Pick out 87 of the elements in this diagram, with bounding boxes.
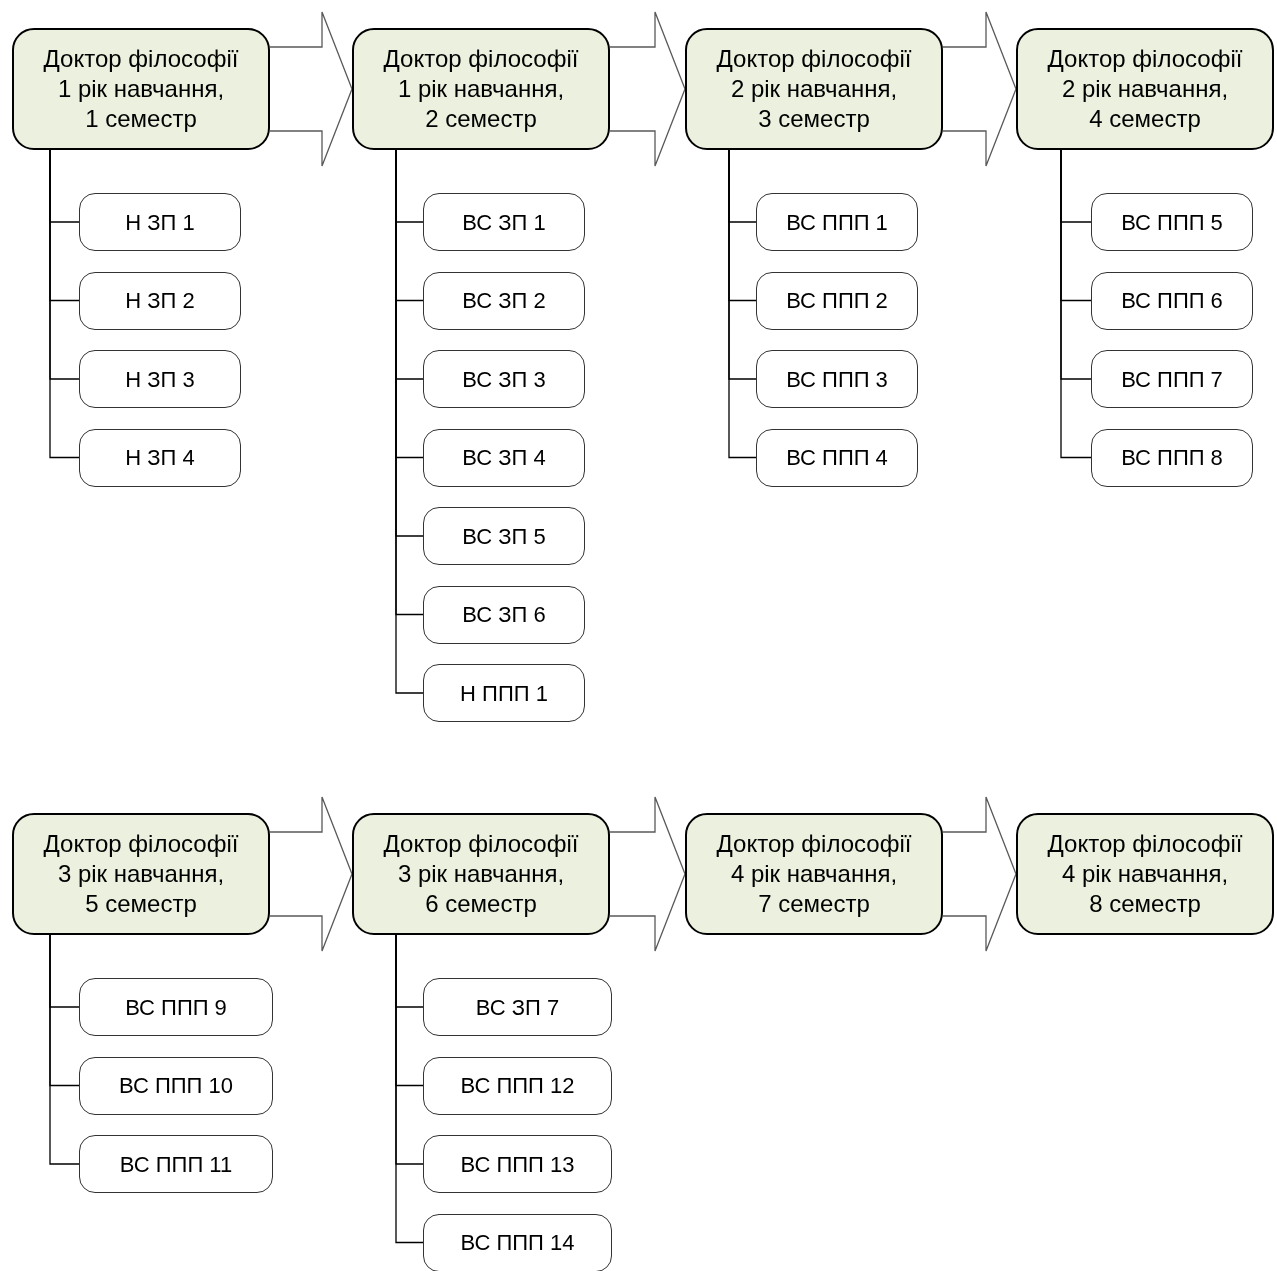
module-box [423,428,585,487]
module-box [79,1056,273,1115]
module-label: ВС ЗП 6 [462,601,546,629]
module-box [423,350,585,408]
module-label: ВС ППП 11 [119,1150,233,1179]
block-arrow [609,11,686,167]
stage-title: Доктор філософії [383,829,579,859]
module-box [1091,193,1253,251]
block-arrow [942,796,1017,952]
stage-title: Доктор філософії [383,44,579,74]
stage-box [352,813,610,935]
module-label: ВС ППП 10 [119,1072,233,1100]
module-box [423,193,585,251]
module-label: ВС ППП 7 [1121,365,1223,394]
module-box [423,1056,612,1115]
module-label: ВС ППП 8 [1121,444,1223,472]
module-box [79,350,241,408]
module-box [423,1213,612,1271]
stage-period: 1 рік навчання, 1 семестр [56,74,226,134]
stage-box [352,28,610,150]
module-label: ВС ЗП 3 [462,365,546,394]
module-box [423,507,585,565]
module-box [423,664,585,722]
module-label: ВС ЗП 2 [462,287,546,315]
connector-line [1060,149,1092,459]
module-label: ВС ППП 5 [1121,208,1223,237]
module-label: ВС ППП 1 [786,208,888,237]
stage-period: 3 рік навчання, 6 семестр [396,859,566,919]
connector-line [49,149,80,459]
stage-period: 3 рік навчання, 5 семестр [56,859,226,919]
stage-title: Доктор філософії [716,44,912,74]
stage-period: 4 рік навчання, 8 семестр [1060,859,1230,919]
module-box [423,271,585,330]
module-box [423,978,612,1036]
stage-period: 4 рік навчання, 7 семестр [729,859,899,919]
connector-line [395,934,424,1244]
module-box [1091,350,1253,408]
module-box [79,193,241,251]
module-box [79,978,273,1036]
module-label: ВС ЗП 1 [462,208,546,237]
module-box [79,428,241,487]
module-box [79,271,241,330]
stage-title: Доктор філософії [1047,44,1243,74]
module-label: Н ЗП 3 [125,365,195,394]
stage-box [12,28,270,150]
module-label: ВС ППП 6 [1121,287,1223,315]
connector-line [49,934,80,1165]
stage-title: Доктор філософії [716,829,912,859]
block-arrow [609,796,686,952]
block-arrow [942,11,1017,167]
stage-box [12,813,270,935]
stage-title: Доктор філософії [43,44,239,74]
stage-title: Доктор філософії [1047,829,1243,859]
module-box [756,350,918,408]
block-arrow [269,11,353,167]
module-label: ВС ППП 2 [786,287,888,315]
stage-period: 2 рік навчання, 3 семестр [729,74,899,134]
connector-line [728,149,757,459]
module-label: ВС ППП 3 [786,365,888,394]
stage-period: 1 рік навчання, 2 семестр [396,74,566,134]
stage-box [685,813,943,935]
module-box [756,428,918,487]
module-label: Н ППП 1 [460,679,548,708]
module-box [423,585,585,644]
module-label: ВС ЗП 5 [462,522,546,551]
module-box [423,1135,612,1193]
stage-box [685,28,943,150]
module-label: ВС ЗП 7 [475,993,560,1022]
stage-box [1016,813,1274,935]
module-label: ВС ППП 4 [786,444,888,472]
block-arrow [269,796,353,952]
module-label: ВС ЗП 4 [462,444,546,472]
module-box [756,271,918,330]
module-label: Н ЗП 2 [125,287,195,315]
module-box [79,1135,273,1193]
stage-period: 2 рік навчання, 4 семестр [1060,74,1230,134]
module-label: ВС ППП 14 [460,1229,575,1257]
module-label: ВС ППП 9 [125,993,227,1022]
module-label: Н ЗП 1 [125,208,195,237]
module-box [756,193,918,251]
stage-title: Доктор філософії [43,829,239,859]
module-label: Н ЗП 4 [125,444,195,472]
module-box [1091,428,1253,487]
module-label: ВС ППП 12 [460,1072,575,1100]
stage-box [1016,28,1274,150]
module-box [1091,271,1253,330]
module-label: ВС ППП 13 [460,1150,575,1179]
